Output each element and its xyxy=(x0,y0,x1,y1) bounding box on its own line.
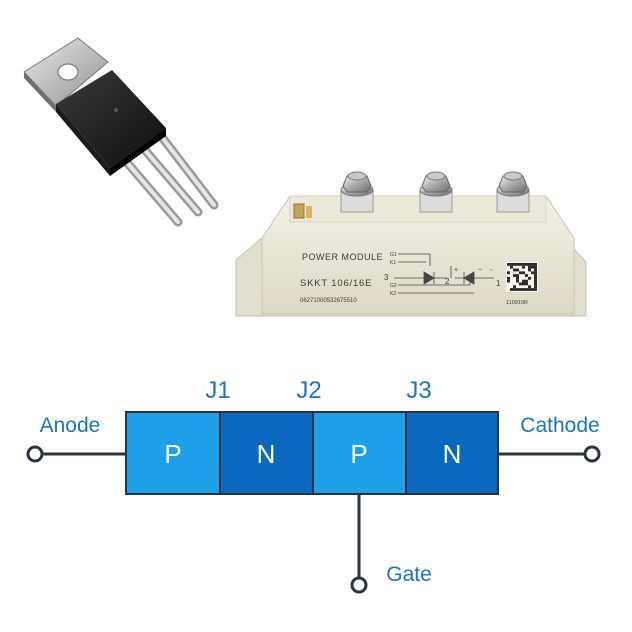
data-matrix-cell xyxy=(525,279,528,283)
data-matrix-cell xyxy=(531,265,534,269)
data-matrix-cell xyxy=(531,263,534,266)
module-serial: 06271000532675510 xyxy=(300,298,357,304)
data-matrix-cell xyxy=(522,288,525,291)
data-matrix-cell xyxy=(525,263,528,266)
module-pin-label: K2 xyxy=(390,291,396,297)
data-matrix-cell xyxy=(528,276,531,280)
region-p2 xyxy=(312,411,407,495)
data-matrix-cell xyxy=(516,288,519,291)
data-matrix-cell xyxy=(534,285,537,289)
anode-terminal-icon xyxy=(26,445,44,463)
data-matrix-cell xyxy=(513,274,516,277)
data-matrix-cell xyxy=(534,282,537,286)
data-matrix-cell xyxy=(519,271,522,275)
to220-leads xyxy=(113,127,219,227)
region-label: P xyxy=(350,439,367,469)
data-matrix-cell xyxy=(516,279,519,283)
data-matrix-cell xyxy=(507,276,510,280)
data-matrix-cell xyxy=(528,268,531,272)
data-matrix-cell xyxy=(522,279,525,283)
region-label: N xyxy=(443,439,462,469)
data-matrix-cell xyxy=(516,268,519,272)
anode-label: Anode xyxy=(40,414,101,437)
data-matrix-cell xyxy=(516,263,519,266)
module-terminal-bolts xyxy=(340,171,530,213)
data-matrix-cell xyxy=(534,276,537,280)
data-matrix-cell xyxy=(507,263,510,266)
data-matrix-cell xyxy=(522,263,525,266)
cathode-terminal-icon xyxy=(583,445,601,463)
data-matrix-cell xyxy=(525,274,528,277)
data-matrix-cell xyxy=(507,271,510,275)
module-terminal-number: 2 xyxy=(445,277,450,286)
data-matrix-cell xyxy=(513,288,516,291)
data-matrix-cell xyxy=(534,265,537,269)
data-matrix-cell xyxy=(510,263,513,266)
data-matrix-cell xyxy=(528,265,531,269)
gate-label: Gate xyxy=(386,563,432,586)
data-matrix-cell xyxy=(528,263,531,266)
data-matrix-cell xyxy=(528,285,531,289)
data-matrix-cell xyxy=(513,263,516,266)
region-label: N xyxy=(257,439,276,469)
pnpn-structure-diagram: P N P N J1 J2 J3 Anode Cathode Gate xyxy=(26,377,601,594)
module-terminal-number: 3 xyxy=(384,273,389,282)
region-n2 xyxy=(405,411,499,495)
data-matrix-cell xyxy=(534,279,537,283)
module-polarity-mark: + xyxy=(454,267,458,274)
cathode-label: Cathode xyxy=(520,414,599,437)
junction-label-j2: J2 xyxy=(296,377,321,404)
data-matrix-cell xyxy=(534,271,537,275)
data-matrix-cell xyxy=(510,265,513,269)
module-pin-label: G1 xyxy=(390,252,397,258)
to220-thyristor-package-icon xyxy=(23,37,219,227)
module-polarity-mark: ~ xyxy=(478,267,482,274)
to220-mount-hole xyxy=(57,63,79,81)
junction-label-j1: J1 xyxy=(205,377,230,404)
data-matrix-cell xyxy=(534,263,537,266)
junction-label-j3: J3 xyxy=(406,377,431,404)
data-matrix-cell xyxy=(534,288,537,291)
data-matrix-cell xyxy=(528,288,531,291)
module-circuit-symbol xyxy=(394,253,494,294)
data-matrix-cell xyxy=(516,274,519,277)
data-matrix-cell xyxy=(510,288,513,291)
module-code: 110919R xyxy=(506,300,528,306)
data-matrix-cell xyxy=(519,282,522,286)
data-matrix-cell xyxy=(522,271,525,275)
module-polarity-mark: - xyxy=(490,267,493,274)
data-matrix-cell xyxy=(507,279,510,283)
module-heading: POWER MODULE xyxy=(302,252,383,262)
module-pin-label: G2 xyxy=(390,283,397,289)
data-matrix-cell xyxy=(531,271,534,275)
data-matrix-cell xyxy=(534,268,537,272)
power-module-icon: POWER MODULE SKKT 106/16E 06271000532675… xyxy=(235,171,587,317)
module-data-matrix-code xyxy=(506,262,538,292)
module-pin-labels: G1 K1 G2 K2 xyxy=(390,252,397,297)
data-matrix-cell xyxy=(522,282,525,286)
data-matrix-cell xyxy=(516,276,519,280)
data-matrix-cell xyxy=(531,288,534,291)
module-terminal-number: 1 xyxy=(496,279,501,288)
module-part-number: SKKT 106/16E xyxy=(300,278,372,289)
data-matrix-cell xyxy=(519,263,522,266)
data-matrix-cell xyxy=(525,288,528,291)
gate-terminal-icon xyxy=(350,576,368,594)
module-pin-label: K1 xyxy=(390,260,396,266)
data-matrix-cell xyxy=(513,285,516,289)
data-matrix-cell xyxy=(522,265,525,269)
data-matrix-cell xyxy=(525,282,528,286)
data-matrix-cell xyxy=(519,288,522,291)
data-matrix-cell xyxy=(534,274,537,277)
to220-body xyxy=(56,70,166,168)
region-label: P xyxy=(164,439,181,469)
data-matrix-cell xyxy=(513,268,516,272)
